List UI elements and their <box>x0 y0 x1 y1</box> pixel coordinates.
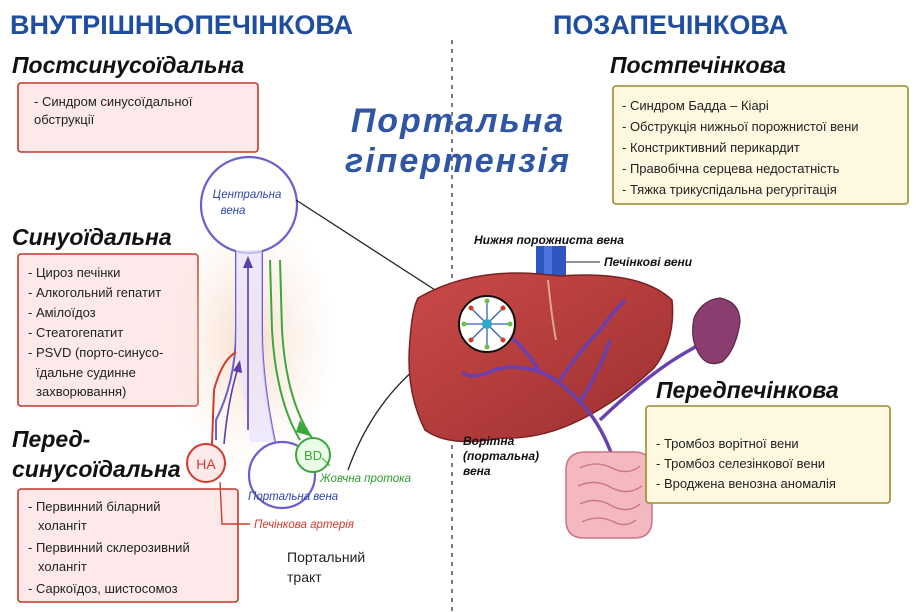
central-vein-circle <box>201 157 297 253</box>
posthepatic-item-5: - Тяжка трикуспідальна регургітація <box>622 182 837 197</box>
posthepatic-title: Постпечінкова <box>610 52 786 78</box>
spleen <box>693 298 740 364</box>
hepatic-veins-label: Печінкові вени <box>604 255 693 269</box>
center-title-line1: Портальна <box>351 102 565 140</box>
postsinusoidal-item-1: - Синдром синусоїдальної <box>34 94 193 109</box>
bile-duct-label: Жовчна протока <box>319 473 411 485</box>
sinusoidal-item-2: - Алкогольний гепатит <box>28 285 161 300</box>
sinusoidal-item-3: - Амілоїдоз <box>28 305 96 320</box>
sinusoidal-item-5: - PSVD (порто-синусо- <box>28 345 163 360</box>
heading-extrahepatic: ПОЗАПЕЧІНКОВА <box>553 10 788 40</box>
ha-label: HA <box>196 456 216 472</box>
prehepatic-item-3: - Вроджена венозна аномалія <box>656 476 836 491</box>
portal-tract-label-2: тракт <box>287 569 322 585</box>
presinusoidal-item-2: холангіт <box>38 518 87 533</box>
presinusoidal-item-1: - Первинний біларний <box>28 499 161 514</box>
posthepatic-item-1: - Синдром Бадда – Кіарі <box>622 98 769 113</box>
sinusoidal-item-1: - Цироз печінки <box>28 265 120 280</box>
posthepatic-item-3: - Констриктивний перикардит <box>622 140 800 155</box>
prehepatic-item-2: - Тромбоз селезінкової вени <box>656 456 825 471</box>
sinusoidal-title: Синуоїдальна <box>12 224 172 250</box>
sinusoidal-item-6: їдальне судинне <box>35 365 136 380</box>
central-vein-label-1: Центральна <box>213 189 282 201</box>
presinusoidal-item-5: - Саркоїдоз, шистосомоз <box>28 581 178 596</box>
heading-intrahepatic: ВНУТРІШНЬОПЕЧІНКОВА <box>10 10 353 40</box>
presinusoidal-item-4: холангіт <box>38 559 87 574</box>
presinusoidal-title-line1: Перед- <box>12 426 90 452</box>
portal-vein-liver-label-2: (портальна) <box>463 449 539 463</box>
prehepatic-item-1: - Тромбоз ворітної вени <box>656 436 799 451</box>
central-vein-label-2: вена <box>221 205 246 217</box>
hepatic-artery-label: Печінкова артерія <box>254 519 354 531</box>
liver-body <box>409 273 673 442</box>
lobule-zoom-center <box>482 319 492 329</box>
presinusoidal-title-line2: синусоїдальна <box>12 456 181 482</box>
presinusoidal-item-3: - Первинний склерозивний <box>28 540 190 555</box>
bd-label: BD <box>304 448 322 463</box>
portal-vein-label: Портальна вена <box>248 491 338 503</box>
ivc-label: Нижня порожниста вена <box>474 233 624 247</box>
posthepatic-item-4: - Правобічна серцева недостатність <box>622 161 840 176</box>
posthepatic-item-2: - Обструкція нижньої порожнистої вени <box>622 119 859 134</box>
sinusoidal-item-7: захворювання) <box>36 384 126 399</box>
portal-tract-label-1: Портальний <box>287 549 365 565</box>
center-title-line2: гіпертензія <box>345 142 571 180</box>
portal-vein-liver-label-3: вена <box>463 464 491 478</box>
sinusoidal-item-4: - Стеатогепатит <box>28 325 123 340</box>
postsinusoidal-item-2: обструкції <box>34 112 95 127</box>
prehepatic-title: Передпечінкова <box>656 377 839 403</box>
postsinusoidal-title: Постсинусоїдальна <box>12 52 244 78</box>
intestines <box>566 452 652 538</box>
portal-vein-liver-label-1: Ворітна <box>463 434 515 448</box>
